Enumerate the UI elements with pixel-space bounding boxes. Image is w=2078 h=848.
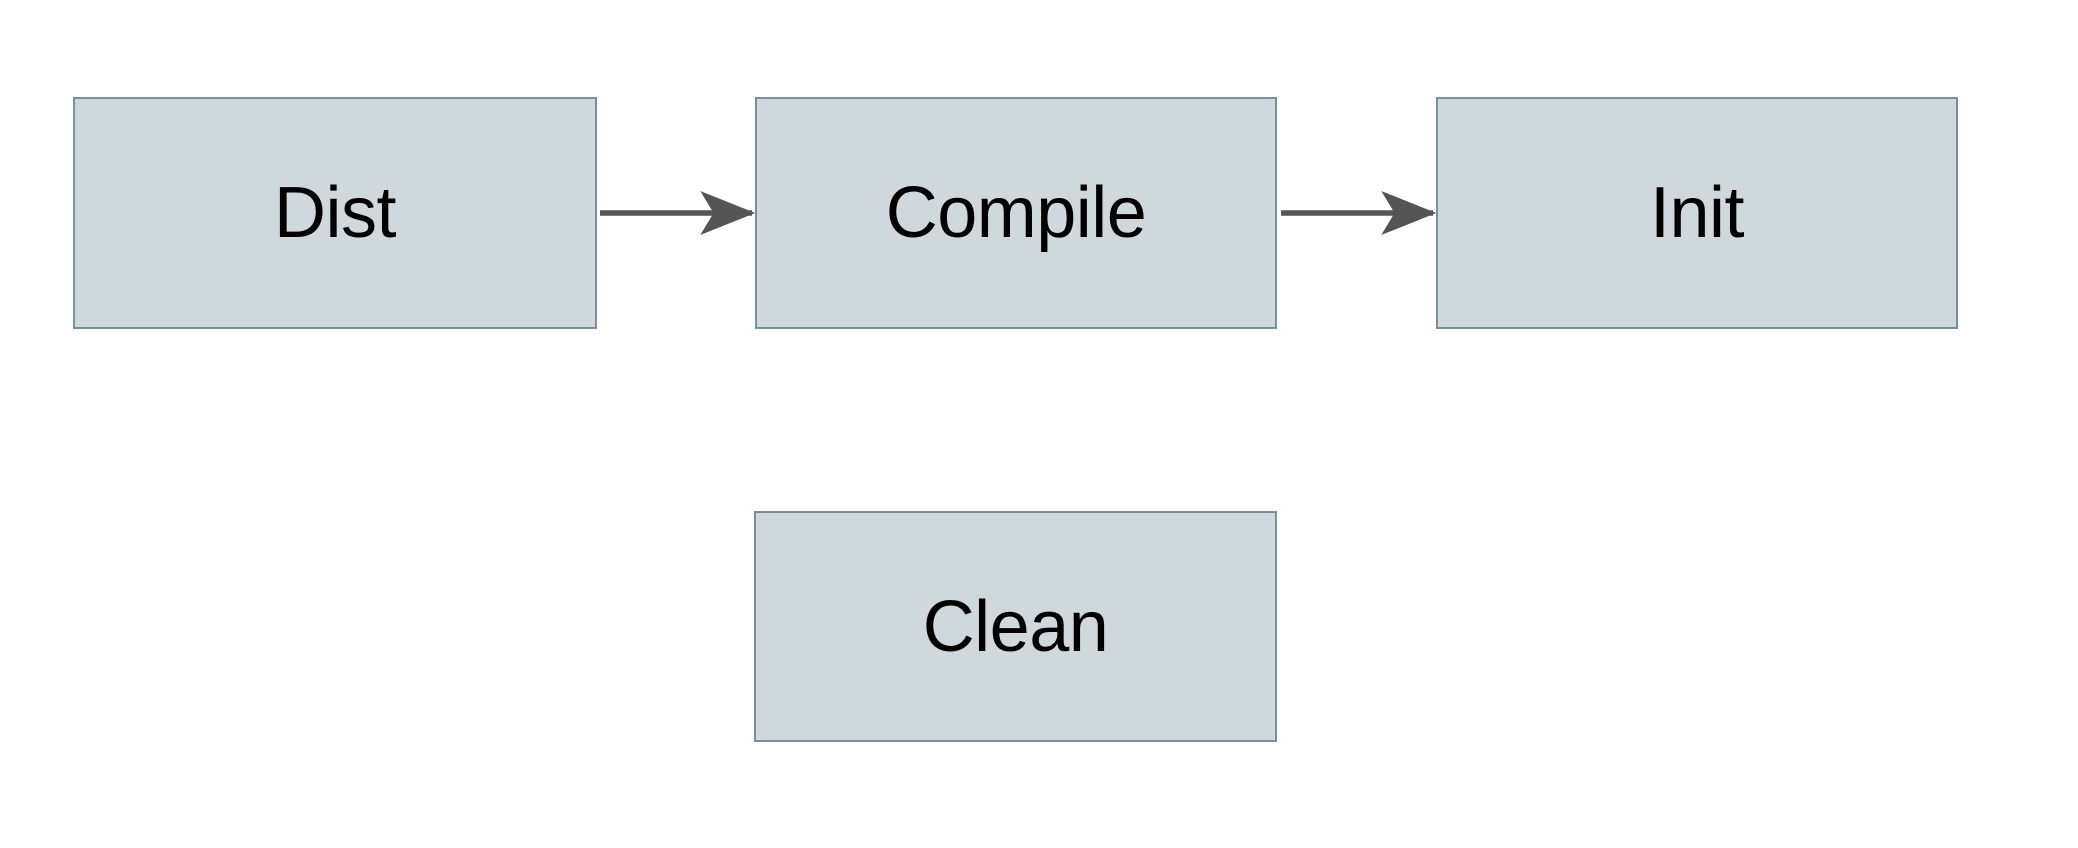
- node-clean-label: Clean: [922, 586, 1109, 667]
- edge-compile-to-init-hitarea[interactable]: [1277, 196, 1436, 230]
- node-compile-label: Compile: [885, 173, 1147, 253]
- node-dist-label: Dist: [274, 173, 397, 253]
- node-init[interactable]: Init: [1436, 97, 1958, 329]
- node-dist[interactable]: Dist: [73, 97, 597, 329]
- node-init-label: Init: [1649, 173, 1745, 253]
- node-clean[interactable]: Clean: [754, 511, 1277, 742]
- edge-dist-to-compile-hitarea[interactable]: [597, 196, 755, 230]
- node-compile[interactable]: Compile: [755, 97, 1277, 329]
